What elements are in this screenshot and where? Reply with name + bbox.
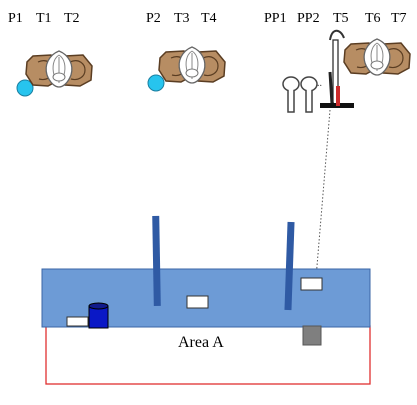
ball-icon — [16, 79, 34, 97]
label-pp1: PP1 — [264, 11, 287, 26]
label-t6: T6 — [365, 11, 381, 26]
walnut-cluster-icon — [26, 51, 92, 87]
leader-line — [315, 109, 331, 279]
group-3-labels: PP1 PP2 T5 T6 T7 — [264, 11, 407, 26]
label-t3: T3 — [174, 11, 190, 26]
group-2-labels: P2 T3 T4 — [146, 11, 217, 26]
pin-icon — [282, 76, 300, 113]
white-block — [186, 295, 209, 309]
white-block — [66, 316, 89, 327]
walnut-cluster-icon — [344, 39, 410, 75]
block-icon — [302, 325, 322, 346]
label-p2: P2 — [146, 11, 161, 26]
white-block — [300, 277, 323, 291]
walnut-cluster-icon — [159, 47, 225, 83]
ball-icon — [147, 74, 165, 92]
pickaxe-icon — [320, 29, 354, 108]
drum-icon — [88, 302, 109, 329]
area-label: Area A — [178, 334, 224, 351]
label-t1: T1 — [36, 11, 52, 26]
pole-icon — [152, 215, 161, 307]
label-t2: T2 — [64, 11, 80, 26]
pin-icon — [300, 76, 318, 113]
group-1-labels: P1 T1 T2 — [8, 11, 80, 26]
label-pp2: PP2 — [297, 11, 320, 26]
label-t5: T5 — [333, 11, 349, 26]
ellipsis-mark: .. — [317, 78, 322, 89]
pole-icon — [284, 221, 295, 311]
label-t7: T7 — [391, 11, 407, 26]
label-t4: T4 — [201, 11, 217, 26]
label-p1: P1 — [8, 11, 23, 26]
